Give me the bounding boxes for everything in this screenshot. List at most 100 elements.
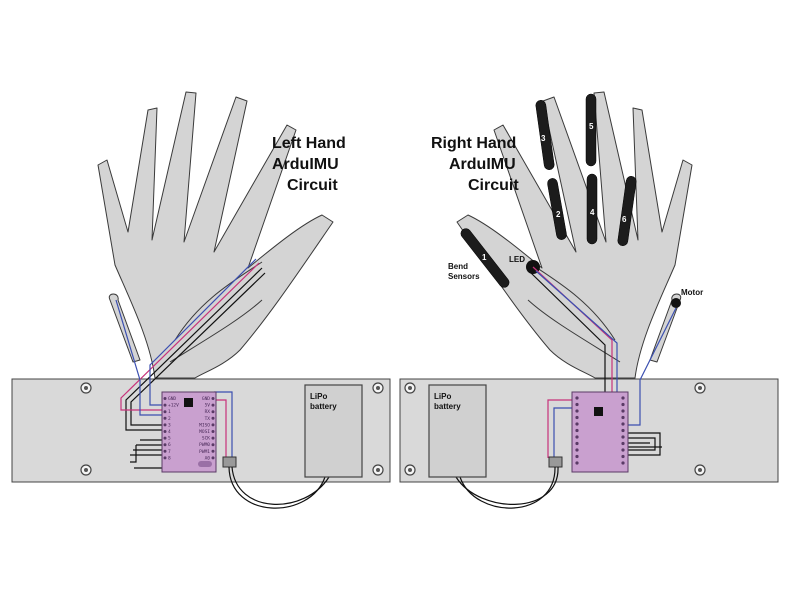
board-pin-label: MISO [199, 422, 210, 428]
board-pin-hole [163, 436, 167, 440]
board-pin-label: 8 [168, 455, 171, 461]
left-reset-button [198, 461, 212, 467]
board-pin-label: +12V [168, 403, 179, 409]
right-battery-connector [548, 456, 563, 468]
board-pin-hole [163, 397, 167, 400]
sensor-number-1: 1 [482, 253, 487, 262]
left-battery-connector [222, 456, 237, 468]
left-lipo-battery [304, 384, 363, 478]
board-pin-label: 6 [168, 442, 171, 448]
right-board-pin-holes [575, 396, 625, 465]
board-pin-hole [211, 423, 215, 427]
board-pin-hole [621, 441, 625, 446]
bend-sensors-label-2: Sensors [448, 272, 480, 281]
board-pin-hole [621, 402, 625, 407]
board-pin-hole [211, 456, 215, 460]
right-title-line-3: Circuit [468, 177, 519, 194]
right-screw-bottom-left [404, 464, 416, 476]
board-pin-hole [575, 409, 579, 413]
right-imu-chip [594, 407, 603, 416]
board-pin-label: PWM0 [199, 442, 210, 448]
board-pin-hole [211, 443, 215, 447]
right-arduimu-board [571, 391, 629, 473]
bend-sensor-4 [586, 173, 598, 245]
right-bend-sensors: 1 2 3 4 5 6 [460, 93, 637, 288]
board-pin-hole [575, 454, 579, 459]
board-pin-hole [163, 423, 167, 427]
board-pin-label: GND [168, 396, 176, 402]
right-screw-top-right [694, 382, 706, 394]
left-battery-label-1: LiPo [310, 392, 327, 401]
right-title-line-1: Right Hand [431, 135, 516, 152]
right-screw-top-left [404, 382, 416, 394]
board-pin-hole [211, 397, 215, 400]
board-pin-label: 3 [168, 422, 171, 428]
bend-sensors-label-1: Bend [448, 262, 468, 271]
left-palm-crease [174, 261, 263, 341]
board-pin-label: MOSI [199, 429, 210, 435]
board-pin-hole [575, 435, 579, 439]
left-imu-chip [184, 398, 193, 407]
board-pin-hole [621, 454, 625, 459]
right-battery-label-1: LiPo [434, 392, 451, 401]
board-pin-hole [575, 402, 579, 407]
board-pin-label: A0 [205, 455, 211, 461]
bend-sensor-6 [617, 176, 637, 246]
board-pin-hole [163, 443, 167, 447]
board-pin-label: RX [205, 409, 211, 415]
board-pin-hole [163, 416, 167, 420]
right-lipo-battery [428, 384, 487, 478]
board-pin-hole [211, 430, 215, 433]
left-battery-cable-2 [231, 466, 330, 505]
board-pin-hole [575, 422, 579, 426]
bend-sensor-2 [547, 178, 567, 240]
bend-sensor-3 [535, 100, 555, 170]
board-pin-hole [211, 449, 215, 453]
board-pin-hole [211, 416, 215, 420]
board-pin-hole [575, 415, 579, 420]
sensor-number-4: 4 [590, 208, 595, 217]
bend-sensor-1 [460, 228, 510, 288]
sensor-number-2: 2 [556, 210, 561, 219]
board-pin-hole [621, 409, 625, 413]
board-pin-label: 2 [168, 416, 171, 422]
board-pin-hole [163, 430, 167, 433]
board-pin-hole [163, 456, 167, 460]
board-pin-label: 5V [205, 403, 211, 409]
left-screw-bottom-left [80, 464, 92, 476]
board-pin-hole [575, 441, 579, 446]
board-pin-label: 7 [168, 449, 171, 455]
board-pin-hole [211, 403, 215, 407]
right-battery-label-2: battery [434, 402, 461, 411]
left-title-line-2: ArduIMU [272, 156, 339, 173]
left-hand-glove [97, 91, 334, 379]
motor-label: Motor [681, 288, 703, 297]
sensor-number-3: 3 [541, 134, 546, 143]
right-motor [671, 298, 681, 308]
right-hand-glove [456, 91, 693, 379]
board-pin-label: 1 [168, 409, 171, 415]
board-pin-label: 5 [168, 436, 171, 442]
led-label: LED [509, 255, 525, 264]
board-pin-hole [163, 403, 167, 407]
board-pin-hole [211, 410, 215, 414]
left-screw-top-left [80, 382, 92, 394]
board-pin-hole [163, 449, 167, 453]
right-battery-cable-2 [455, 466, 559, 505]
sensor-number-5: 5 [589, 122, 594, 131]
board-pin-hole [211, 436, 215, 440]
left-screw-top-right [372, 382, 384, 394]
sensor-number-6: 6 [622, 215, 627, 224]
board-pin-hole [163, 410, 167, 414]
board-pin-hole [621, 415, 625, 420]
board-pin-hole [621, 422, 625, 426]
right-screw-bottom-right [694, 464, 706, 476]
board-pin-label: PWM1 [199, 449, 210, 455]
left-palm-crease-2 [169, 299, 263, 363]
board-pin-hole [621, 396, 625, 400]
board-pin-hole [621, 435, 625, 439]
